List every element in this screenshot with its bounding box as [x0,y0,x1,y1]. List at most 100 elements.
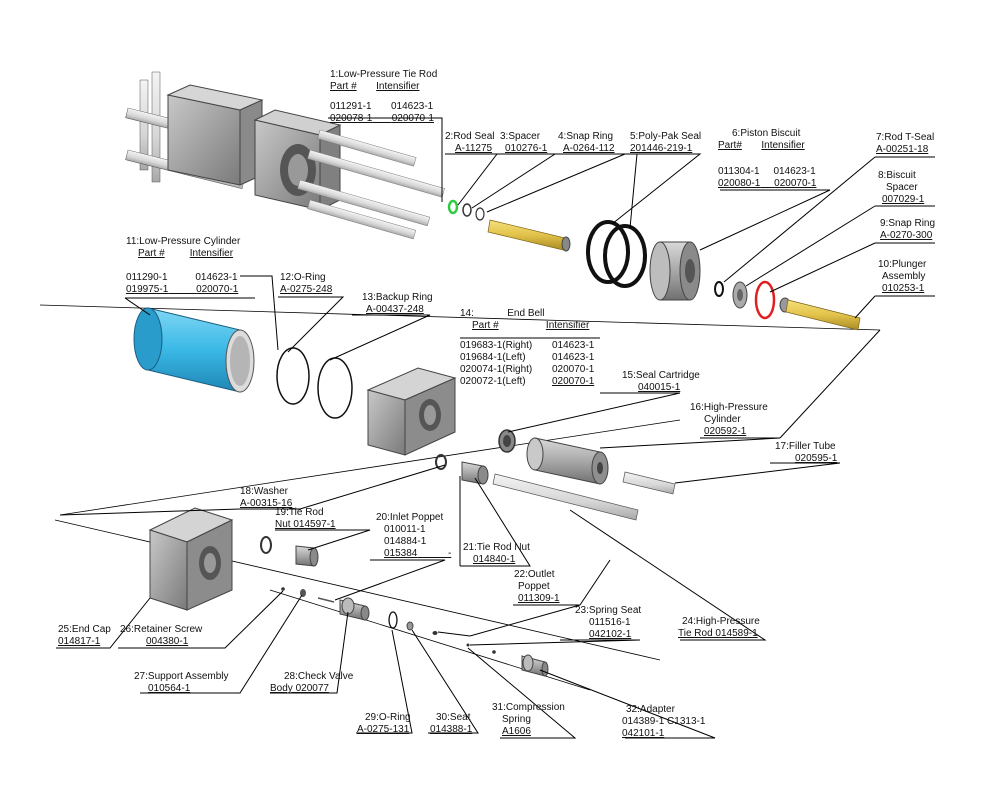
callout-8-pn: 007029-1 [882,194,925,205]
callout-10-title1: 10:Plunger [878,259,927,270]
seat [406,621,414,631]
axis-line-end-bell [59,419,681,516]
callout-7-pn: A-00251-18 [876,144,929,155]
high-pressure-cylinder [526,437,609,485]
callout-14-r1c2: 014623-1 [552,340,595,351]
leader-lines [56,117,935,739]
callout-14-r2c2: 014623-1 [552,352,595,363]
callout-3-title: 3:Spacer [500,131,541,142]
callout-30: 30:Seat 014388-1 [430,712,472,736]
callout-19-title1: 19:Tie Rod [275,507,324,518]
callout-11-r1c2: 014623-1 [195,272,238,283]
callout-19: 19:Tie Rod Nut 014597-1 [275,507,336,531]
callout-5-title: 5:Poly-Pak Seal [630,131,702,142]
backup-ring-13 [317,357,353,419]
o-ring-29 [388,611,398,629]
callout-15: 15:Seal Cartridge 040015-1 [622,370,700,394]
callout-11: 11:Low-Pressure Cylinder Part # Intensif… [126,236,240,296]
callout-16-pn: 020592-1 [704,426,747,437]
callout-14-r4c2: 020070-1 [552,376,595,387]
high-pressure-tie-rod [492,473,639,521]
callout-23: 23:Spring Seat 011516-1 042102-1 [575,605,641,641]
callout-29: 29:O-Ring A-0275-131 [357,712,411,736]
callout-20-r1: 010011-1 [384,524,426,535]
callout-31-title1: 31:Compression [492,702,565,713]
callout-15-pn: 040015-1 [638,382,681,393]
check-valve-body [339,597,370,621]
callout-6-r2c2: 020070-1 [774,178,817,189]
callout-14-r3c2: 020070-1 [552,364,595,375]
piston-biscuit [649,241,701,301]
callout-14-r2c1: 019684-1(Left) [460,352,526,363]
callout-17: 17:Filler Tube 020595-1 [775,441,837,465]
callout-16: 16:High-Pressure Cylinder 020592-1 [690,402,768,438]
callout-1-r2c1: 020078-1 [330,113,373,124]
poly-pak-seal-a [586,220,630,284]
tie-rod-nut-21 [461,461,489,485]
callout-6: 6:Piston Biscuit Part# Intensifier 01130… [718,128,816,190]
callout-14-head-int: Intensifier [545,320,590,331]
callout-29-title: 29:O-Ring [365,712,411,723]
callout-17-title: 17:Filler Tube [775,441,836,452]
callout-4-title: 4:Snap Ring [558,131,614,142]
callout-21-pn: 014840-1 [473,554,516,565]
callout-8-title2: Spacer [886,182,918,193]
callout-32: 32:Adapter 014389-1 C1313-1 042101-1 [622,704,705,740]
callout-29-pn: A-0275-131 [357,724,410,735]
callout-20-title: 20:Inlet Poppet [376,512,444,523]
callout-31-pn: A1606 [502,726,531,737]
callout-11-head-part: Part # [138,248,165,259]
plunger-rod-upper [487,219,566,251]
callout-13-title: 13:Backup Ring [362,292,433,303]
callout-1-head-int: Intensifier [376,81,420,92]
tie-rod-nut-19 [295,545,319,567]
compression-spring [492,650,496,654]
washer-18b [260,536,272,554]
callout-22: 22:Outlet Poppet 011309-1 [514,569,560,605]
callout-18-pn: A-00315-16 [240,498,293,509]
end-bell [366,367,457,456]
plunger-assembly [779,297,861,331]
callout-15-title: 15:Seal Cartridge [622,370,700,381]
callout-22-title2: Poppet [518,581,550,592]
callout-30-title: 30:Seat [436,712,471,723]
callout-27-title: 27:Support Assembly [134,671,229,682]
callout-28: 28:Check Valve Body 020077 [270,671,353,695]
callout-12-pn: A-0275-248 [280,284,333,295]
callout-1-r2c2: 020070-1 [391,113,434,124]
callout-4: 4:Snap Ring A-0264-112 [558,131,615,155]
callout-6-r1c1: 011304-1 [718,166,760,177]
callout-3: 3:Spacer 010276-1 [500,131,547,155]
callout-7-title: 7:Rod T-Seal [876,132,935,143]
support-assembly [300,589,306,597]
callout-2-pn: A-11275 [455,143,493,154]
rod-seal [447,199,459,215]
callout-2: 2:Rod Seal A-11275 [445,131,494,155]
callout-6-head-int: Intensifier [761,140,805,151]
callout-10-pn: 010253-1 [882,283,925,294]
callout-2-title: 2:Rod Seal [445,131,495,142]
callout-32-r1: 014389-1 C1313-1 [622,716,706,727]
callout-1-title: 1:Low-Pressure Tie Rod [330,69,438,80]
callout-18-title: 18:Washer [240,486,288,497]
callout-14-r3c1: 020074-1(Right) [460,364,533,375]
callout-11-r2c2: 020070-1 [196,284,239,295]
snap-ring-4 [475,207,485,221]
callout-8: 8:Biscuit Spacer 007029-1 [878,170,924,206]
adapter [521,654,549,677]
inlet-poppet [317,597,335,603]
callout-27: 27:Support Assembly 010564-1 [134,671,229,695]
callout-24: 24:High-Pressure Tie Rod 014589-1 [678,616,760,640]
callout-25-title: 25:End Cap [58,624,111,635]
callout-22-pn: 011309-1 [518,593,560,604]
callout-20-r2: 014884-1 [384,536,427,547]
callout-17-pn: 020595-1 [795,453,838,464]
filler-tube [622,471,676,495]
callout-14-title1: 14: [460,308,474,319]
callout-6-title: 6:Piston Biscuit [732,128,801,139]
callout-14-head-part: Part # [472,320,499,331]
callout-20: 20:Inlet Poppet 010011-1 014884-1 015384… [376,512,451,560]
callout-16-title2: Cylinder [704,414,741,425]
callout-28-title1: 28:Check Valve [284,671,354,682]
